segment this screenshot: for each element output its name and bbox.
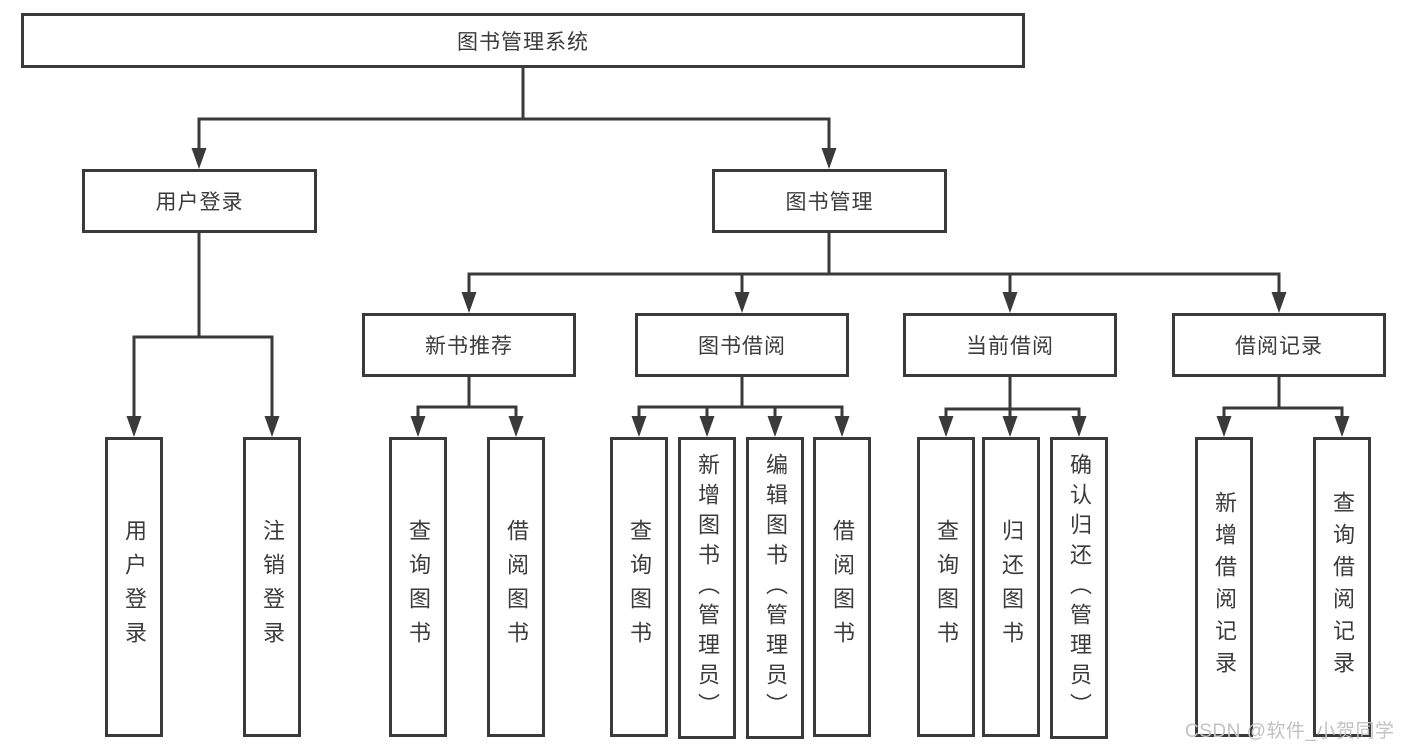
- node-current-borrow-label: 当前借阅: [966, 335, 1054, 358]
- leaf-query-book-3: 查询图书: [917, 437, 975, 737]
- leaf-user-login-label: 用户登录: [122, 519, 147, 655]
- leaf-borrow-book-1-label: 借阅图书: [504, 519, 529, 655]
- leaf-logout-login-label: 注销登录: [260, 519, 285, 655]
- leaf-query-borrow-record-label: 查询借阅记录: [1330, 491, 1355, 683]
- leaf-borrow-book-2-label: 借阅图书: [830, 519, 855, 655]
- leaf-logout-login: 注销登录: [243, 437, 301, 737]
- leaf-query-book-1-label: 查询图书: [406, 519, 431, 655]
- node-new-book-recommend-label: 新书推荐: [425, 335, 513, 358]
- node-book-management-label: 图书管理: [785, 191, 874, 214]
- leaf-user-login: 用户登录: [105, 437, 163, 737]
- node-new-book-recommend: 新书推荐: [362, 313, 576, 377]
- arrowheads: [126, 148, 1350, 437]
- leaf-return-book: 归还图书: [982, 437, 1040, 737]
- leaf-return-book-label: 归还图书: [999, 519, 1024, 655]
- leaf-add-book-admin-label: 新增图书（管理员）: [695, 453, 720, 723]
- node-borrow-records: 借阅记录: [1172, 313, 1386, 377]
- leaf-confirm-return-admin-label: 确认归还（管理员）: [1067, 453, 1092, 723]
- node-borrow-records-label: 借阅记录: [1235, 335, 1323, 358]
- leaf-edit-book-admin-label: 编辑图书（管理员）: [763, 453, 788, 723]
- node-user-login-label: 用户登录: [155, 191, 244, 214]
- leaf-add-borrow-record: 新增借阅记录: [1195, 437, 1253, 737]
- node-book-borrow-label: 图书借阅: [698, 335, 786, 358]
- leaf-add-borrow-record-label: 新增借阅记录: [1212, 491, 1237, 683]
- node-user-login: 用户登录: [82, 169, 317, 233]
- leaf-borrow-book-1: 借阅图书: [487, 437, 545, 737]
- leaf-query-borrow-record: 查询借阅记录: [1313, 437, 1371, 737]
- leaf-query-book-3-label: 查询图书: [934, 519, 959, 655]
- leaf-borrow-book-2: 借阅图书: [813, 437, 871, 737]
- leaf-query-book-2-label: 查询图书: [627, 519, 652, 655]
- leaf-edit-book-admin: 编辑图书（管理员）: [746, 437, 804, 739]
- node-root: 图书管理系统: [21, 13, 1025, 68]
- leaf-query-book-2: 查询图书: [610, 437, 668, 737]
- watermark-text: CSDN @软件_小贺同学: [1185, 721, 1395, 742]
- node-current-borrow: 当前借阅: [903, 313, 1117, 377]
- node-root-label: 图书管理系统: [457, 30, 589, 54]
- node-book-borrow: 图书借阅: [635, 313, 849, 377]
- node-book-management: 图书管理: [712, 169, 947, 233]
- leaf-confirm-return-admin: 确认归还（管理员）: [1050, 437, 1108, 739]
- leaf-add-book-admin: 新增图书（管理员）: [678, 437, 736, 739]
- leaf-query-book-1: 查询图书: [389, 437, 447, 737]
